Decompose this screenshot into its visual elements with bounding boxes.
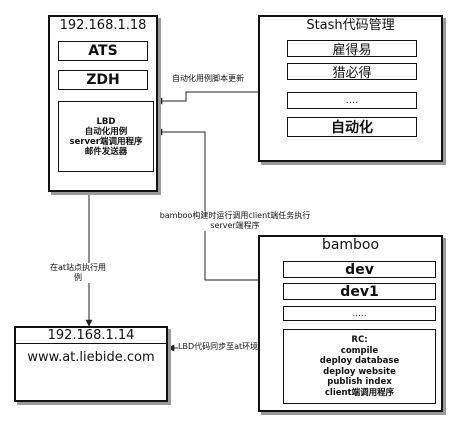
stash-title: Stash代码管理 [306,18,395,33]
lbd-box: LBD 自动化用例 server端调用程序 邮件发送器 [58,101,154,172]
rc-line: client端调用程序 [324,387,395,398]
server-14-divider [14,343,168,344]
label-server-to-site: 在at站点执行用 例 [44,263,112,283]
rc-box: RC: compile deploy database deploy websi… [283,329,436,404]
server-14-frame: 192.168.1.14 [14,326,168,402]
rc-line: deploy database [319,356,400,366]
lbd-line: server端调用程序 [69,136,143,147]
rc-line: RC: [351,335,368,345]
rc-line: deploy website [323,366,396,377]
stash-frame: Stash代码管理 [258,15,443,162]
ats-box: ATS [58,41,148,61]
server-18-title: 192.168.1.18 [59,18,147,33]
label-bamboo-to-server: bamboo构建时运行调用client端任务执行 server端程序 [150,211,320,231]
rc-line: publish index [327,377,392,387]
lbd-line: 自动化用例 [84,126,128,137]
bamboo-plan-dev1: dev1 [283,283,436,300]
arrow-bamboo-to-lbd [155,128,258,281]
arrow-stash-to-lbd [155,91,258,105]
label-stash-to-server: 自动化用例脚本更新 [172,74,244,84]
site-url: www.at.liebide.com [27,350,155,365]
lbd-line: LBD [96,116,116,127]
label-line: bamboo构建时运行调用client端任务执行 [159,211,311,220]
bamboo-plan-more: ..... [283,306,436,321]
stash-repo-gudeyi: 雇得易 [287,40,417,58]
bamboo-plan-dev: dev [283,261,436,278]
label-line: server端程序 [210,221,260,230]
stash-repo-more: .... [287,92,417,109]
label-bamboo-to-site: LBD代码同步至at环境 [178,342,259,352]
stash-repo-liebide: 猎必得 [287,63,417,81]
bamboo-title: bamboo [321,237,380,253]
lbd-line: 邮件发送器 [84,146,128,157]
server-14-title: 192.168.1.14 [47,328,135,343]
rc-line: compile [340,345,379,356]
label-line: 例 [74,273,82,282]
label-line: 在at站点执行用 [49,263,107,272]
zdh-box: ZDH [58,70,148,90]
stash-repo-automation: 自动化 [287,117,417,137]
